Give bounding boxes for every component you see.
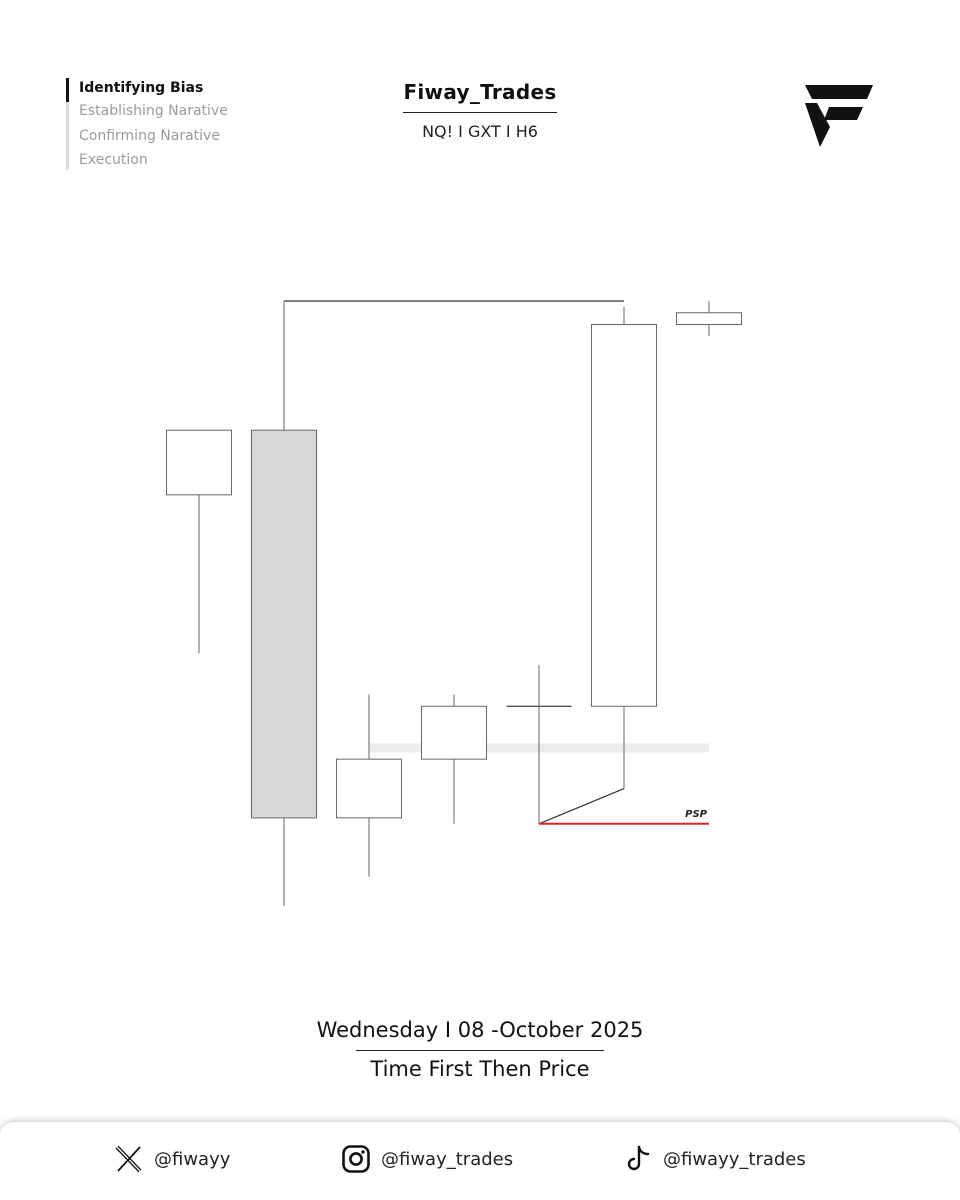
step-execution: Execution xyxy=(79,152,148,168)
candle-6-body xyxy=(591,323,657,707)
brand-title: Fiway_Trades xyxy=(403,80,557,104)
candle-7-body xyxy=(676,312,742,325)
step-identifying-bias: Identifying Bias xyxy=(79,80,204,96)
candle-3-body xyxy=(336,758,402,819)
social-x[interactable]: @fiwayy xyxy=(114,1142,230,1176)
x-handle: @fiwayy xyxy=(154,1148,231,1170)
x-icon xyxy=(115,1145,142,1173)
brand-divider xyxy=(403,112,557,113)
social-tiktok[interactable]: @fiwayy_trades xyxy=(623,1142,806,1176)
brand-subtitle: NQ! I GXT I H6 xyxy=(422,122,538,141)
brand-header: Fiway_Trades NQ! I GXT I H6 xyxy=(380,78,580,141)
session-date: Wednesday I 08 -October 2025 xyxy=(316,1018,644,1042)
candle-2-body xyxy=(251,429,317,819)
tiktok-icon xyxy=(627,1145,650,1171)
social-instagram[interactable]: @fiway_trades xyxy=(341,1142,513,1176)
fiway-f-logo xyxy=(805,85,873,147)
psp-label: PSP xyxy=(685,809,708,820)
candlestick-chart: PSP xyxy=(166,300,742,906)
tagline: Time First Then Price xyxy=(370,1057,590,1081)
step-progress-active xyxy=(66,78,69,102)
tiktok-handle: @fiwayy_trades xyxy=(663,1148,806,1170)
step-progress-track xyxy=(66,78,69,170)
step-establishing-narative: Establishing Narative xyxy=(79,103,228,119)
caption-divider xyxy=(356,1050,604,1051)
bottom-caption: Wednesday I 08 -October 2025 Time First … xyxy=(300,1018,660,1081)
candle-1-body xyxy=(166,429,232,496)
social-footer: @fiwayy @fiway_trades @fiwayy_trades xyxy=(0,1122,960,1200)
instagram-icon xyxy=(342,1145,370,1173)
candle-4-body xyxy=(421,705,487,760)
smt-divergence-line xyxy=(538,787,625,825)
step-confirming-narative: Confirming Narative xyxy=(79,128,220,144)
instagram-handle: @fiway_trades xyxy=(381,1148,514,1170)
